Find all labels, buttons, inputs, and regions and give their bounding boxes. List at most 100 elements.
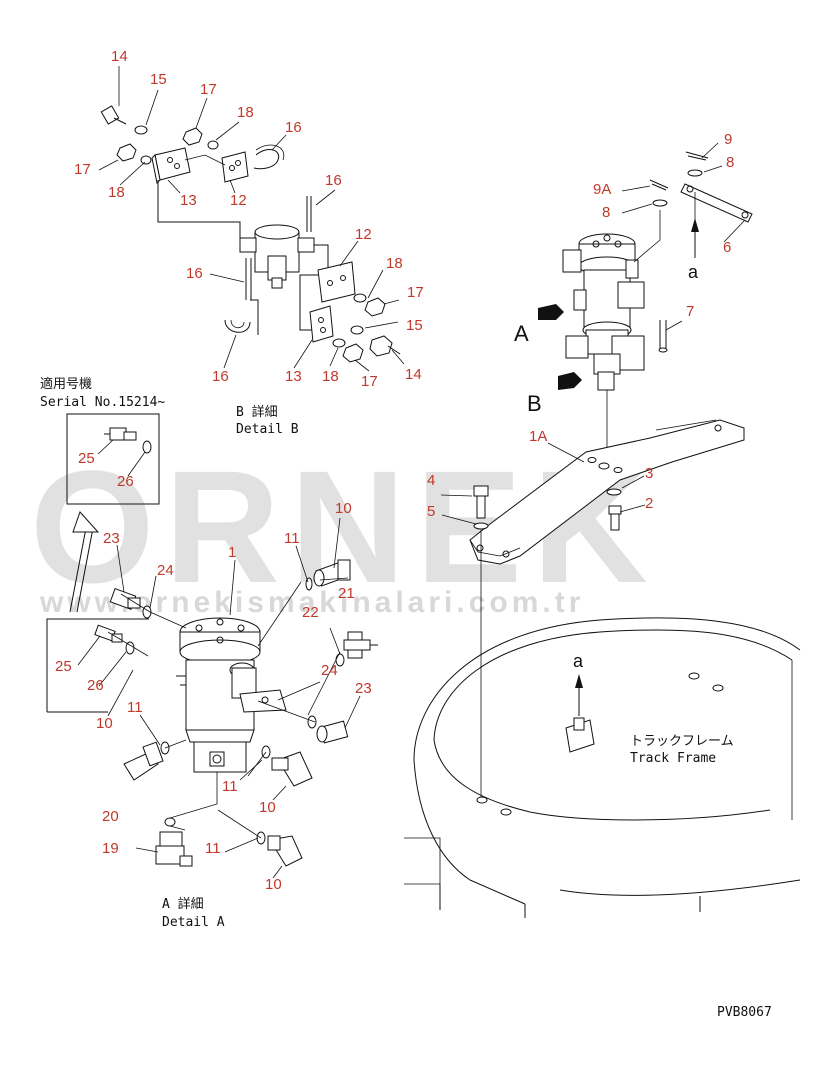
swivel-joint-assembly-part	[562, 233, 645, 391]
callout-label: 11	[127, 699, 143, 716]
washer-part	[332, 338, 346, 348]
bracket-part	[221, 151, 249, 183]
callout-label: 9	[724, 131, 732, 148]
callout-label: 10	[335, 500, 352, 517]
reference-arrow	[69, 511, 100, 613]
track-frame-label-jp: トラックフレーム	[630, 734, 734, 749]
callout-label: 4	[427, 472, 435, 489]
callout-label: 24	[157, 562, 174, 579]
mounting-bracket-part	[469, 419, 745, 565]
callout-label: 10	[259, 799, 276, 816]
callout-label: 16	[212, 368, 229, 385]
o-ring-part	[164, 817, 176, 827]
view-arrow-a	[538, 300, 564, 324]
mounting-boss	[476, 796, 488, 804]
serial-note-jp: 適用号機	[40, 376, 92, 392]
nut-part	[342, 343, 364, 363]
callout-label: 12	[230, 192, 247, 209]
swivel-fitting-part	[239, 224, 315, 289]
callout-label: 21	[338, 585, 355, 602]
callout-label: 18	[237, 104, 254, 121]
detail-b-callouts: 14 15 17 18 16 17 18 13 12 16 12 18 16 1…	[74, 48, 424, 390]
cotter-pin-part	[685, 151, 709, 161]
view-label-a-frame: a	[573, 651, 584, 671]
callout-label: 19	[102, 840, 119, 857]
elbow-fitting-part	[267, 835, 303, 867]
callout-label: 13	[180, 192, 197, 209]
detail-b-caption-en: Detail B	[236, 422, 299, 437]
washer-part	[353, 293, 367, 303]
washer-part	[652, 199, 668, 207]
detail-a-caption: A 詳細 Detail A	[162, 896, 225, 930]
callout-label: 18	[386, 255, 403, 272]
tee-fitting-part	[343, 631, 378, 659]
callout-label: 12	[355, 226, 372, 243]
bracket-part	[309, 305, 334, 343]
elbow-fitting-part	[123, 741, 164, 781]
main-assembly-drawing: a	[440, 142, 753, 800]
callout-label: 16	[325, 172, 342, 189]
mounting-boss	[712, 684, 724, 692]
serial-inset-box: 25 26	[66, 413, 160, 505]
callout-label: 8	[602, 204, 610, 221]
washer-part	[687, 169, 703, 177]
elbow-fitting-part	[316, 720, 349, 744]
elbow-fitting-part	[271, 751, 313, 787]
callout-label: 14	[405, 366, 422, 383]
callout-label: 3	[645, 465, 653, 482]
callout-label: 23	[103, 530, 120, 547]
nut-part	[364, 297, 386, 317]
callout-label: 2	[645, 495, 653, 512]
o-ring-part	[307, 715, 317, 729]
callout-label: 1A	[529, 428, 547, 445]
washer-part	[134, 125, 148, 135]
callout-label: 15	[150, 71, 167, 88]
callout-label: 26	[117, 473, 134, 490]
nut-part	[116, 143, 137, 162]
view-label-A: A	[514, 321, 529, 346]
detail-b-drawing	[98, 66, 405, 372]
callout-label: 10	[96, 715, 113, 732]
callout-label: 5	[427, 503, 435, 520]
drawing-code: PVB8067	[717, 1005, 772, 1020]
callout-label: 16	[186, 265, 203, 282]
callout-label: 20	[102, 808, 119, 825]
callout-label: 1	[228, 544, 236, 561]
detail-a-drawing	[46, 517, 378, 879]
callout-label: 8	[726, 154, 734, 171]
callout-label: 10	[265, 876, 282, 893]
detail-b-caption-jp: B 詳細	[236, 404, 278, 420]
callout-label: 22	[302, 604, 319, 621]
washer-part	[606, 488, 622, 496]
view-label-B: B	[527, 391, 542, 416]
callout-label: 16	[285, 119, 302, 136]
view-label-a: a	[688, 262, 699, 282]
track-frame-label-en: Track Frame	[630, 751, 716, 766]
track-frame-drawing: a	[404, 617, 801, 918]
callout-label: 11	[284, 530, 300, 547]
cotter-pin-part	[649, 179, 669, 191]
link-plate-part	[680, 183, 753, 223]
detail-a-caption-en: Detail A	[162, 915, 225, 930]
callout-label: 17	[200, 81, 217, 98]
direction-arrow	[691, 218, 699, 232]
elbow-fitting-part	[104, 427, 137, 441]
callout-label: 17	[361, 373, 378, 390]
bracket-part	[151, 147, 191, 185]
callout-label: 17	[74, 161, 91, 178]
u-bolt-part	[253, 149, 280, 170]
pin-part	[658, 320, 668, 353]
serial-note-en: Serial No.15214~	[40, 395, 165, 410]
callout-label: 13	[285, 368, 302, 385]
serial-note: 適用号機 Serial No.15214~	[40, 376, 165, 410]
bolt-part	[473, 485, 489, 519]
callout-label: 24	[321, 662, 338, 679]
elbow-fitting-part	[109, 588, 141, 610]
washer-part	[350, 325, 364, 335]
callout-label: 15	[406, 317, 423, 334]
swivel-joint-body-part	[176, 617, 287, 773]
callout-label: 18	[322, 368, 339, 385]
callout-label: 9A	[593, 181, 611, 198]
check-valve-part	[155, 831, 193, 867]
